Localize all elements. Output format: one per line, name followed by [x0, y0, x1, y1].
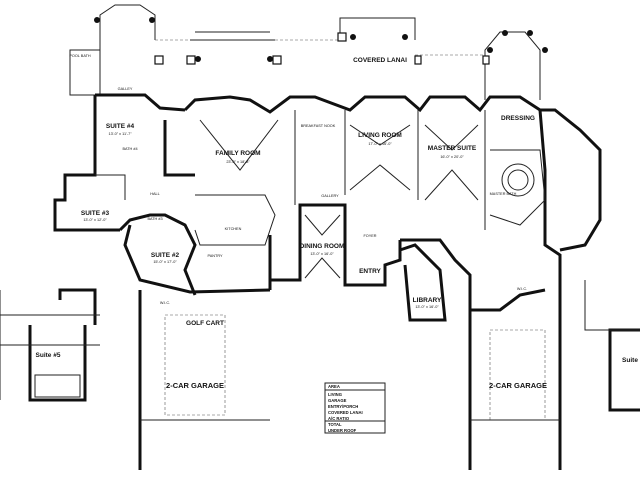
- covered-lanai-label: COVERED LANAI: [353, 57, 407, 64]
- entry-label: ENTRY: [359, 268, 381, 275]
- living-room-dim: 17'-0" x 16'-0": [368, 142, 392, 146]
- master-suite-dim: 16'-0" x 20'-0": [440, 155, 464, 159]
- dining-room-dim: 13'-0" x 16'-0": [310, 252, 334, 256]
- dressing-label: DRESSING: [501, 115, 535, 122]
- suite5-annex: [0, 280, 640, 412]
- golf-cart-label: GOLF CART: [186, 320, 224, 327]
- area-row: LIVING: [328, 392, 342, 397]
- garage-left-label: 2-CAR GARAGE: [166, 381, 224, 390]
- area-row: GARAGE: [328, 398, 347, 403]
- breakfast-nook-label: BREAKFAST NOOK: [301, 124, 336, 128]
- living-room-label: LIVING ROOM: [358, 132, 402, 139]
- dining-room-label: DINING ROOM: [300, 243, 345, 250]
- pool-bath-label: POOL BATH: [69, 54, 91, 58]
- library-dim: 13'-0" x 16'-0": [415, 305, 439, 309]
- master-bath-label: MASTER BATH: [490, 192, 517, 196]
- garage-right-label: 2-CAR GARAGE: [489, 381, 547, 390]
- bath3-label: BATH #3: [147, 217, 162, 221]
- garages: [140, 314, 560, 421]
- area-row: A/C RATIO: [328, 416, 350, 421]
- suite2-dim: 15'-0" x 17'-0": [153, 260, 177, 264]
- wic-master-label: W.I.C.: [517, 287, 527, 291]
- master-suite-label: MASTER SUITE: [428, 145, 477, 152]
- area-row: COVERED LANAI: [328, 410, 363, 415]
- area-row: TOTAL: [328, 422, 342, 427]
- foyer-label: FOYER: [363, 234, 376, 238]
- family-room-label: FAMILY ROOM: [215, 150, 260, 157]
- bath4-label: BATH #4: [122, 147, 137, 151]
- suite2-label: SUITE #2: [151, 252, 180, 259]
- pantry-label: PANTRY: [207, 254, 223, 258]
- gallery-label: GALLERY: [321, 194, 339, 198]
- main-walls: [53, 93, 602, 470]
- area-table-title: AREA: [328, 384, 340, 389]
- suite3-label: SUITE #3: [81, 210, 110, 217]
- suite3-dim: 13'-0" x 12'-0": [83, 218, 107, 222]
- galley-label: GALLEY: [118, 87, 133, 91]
- lanai-structure: [69, 4, 548, 100]
- suite4-label: SUITE #4: [106, 123, 135, 130]
- library-label: LIBRARY: [413, 297, 442, 304]
- area-row: ENTRY/PORCH: [328, 404, 358, 409]
- suite-right-label: Suite: [622, 357, 638, 364]
- kitchen-label: KITCHEN: [225, 227, 242, 231]
- area-table: AREA LIVING GARAGE ENTRY/PORCH COVERED L…: [324, 382, 386, 434]
- suite4-dim: 13'-0" x 11'-7": [108, 132, 132, 136]
- suite5-label: Suite #5: [36, 352, 61, 359]
- wic-label: W.I.C.: [160, 301, 170, 305]
- family-room-dim: 23'-0" x 18'-8": [226, 160, 250, 164]
- hall-label: HALL: [150, 192, 160, 196]
- area-row: UNDER ROOF: [328, 428, 357, 433]
